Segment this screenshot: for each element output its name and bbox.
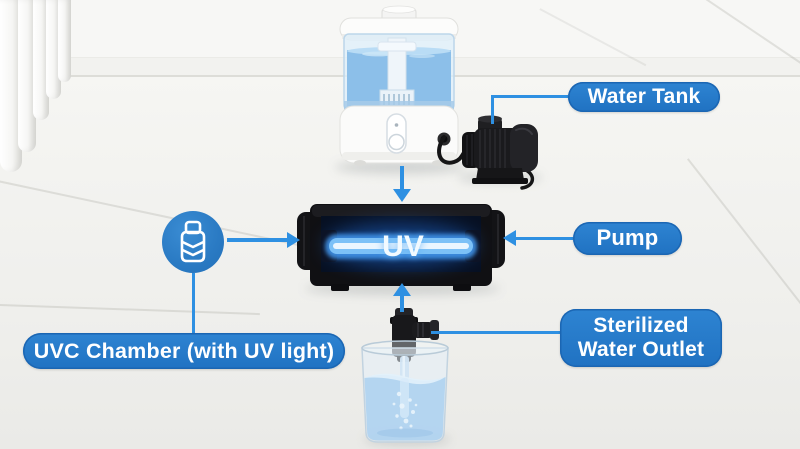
uvc-chamber-illustration: UV [297, 204, 505, 291]
uvc-chamber-label: UVC Chamber (with UV light) [23, 333, 345, 369]
curtain-fold [33, 0, 49, 120]
flow-arrow-cup-to-chamber-head [393, 283, 411, 296]
uvc-chamber-label-text: UVC Chamber (with UV light) [33, 338, 335, 363]
connector-uvc-label [191, 273, 195, 333]
arrow-pump-label-to-chamber-head [503, 230, 516, 246]
arrow-uvc-icon-to-chamber-stem [227, 238, 288, 242]
arrow-pump-label-to-chamber-stem [515, 236, 573, 240]
sterilized-label-line1: Sterilized [593, 314, 689, 338]
arrow-uvc-icon-to-chamber-head [287, 232, 300, 248]
flow-arrow-cup-to-chamber-stem [400, 295, 404, 312]
water-tank-label: Water Tank [568, 82, 720, 112]
water-tank-illustration [339, 5, 459, 166]
pump-front-cap [510, 124, 538, 172]
pump-label: Pump [573, 222, 682, 255]
floor-seam [0, 304, 260, 315]
pump-illustration [437, 115, 538, 190]
pump-foot [476, 168, 524, 180]
connector-water-tank-h [491, 95, 568, 98]
uvc-chamber-device: UV [293, 198, 509, 294]
curtain-fold [46, 0, 61, 99]
curtain-fold [0, 0, 22, 172]
sterilized-water-outlet-label: Sterilized Water Outlet [560, 309, 722, 367]
tank-power-button [388, 133, 405, 151]
flow-arrow-tank-to-chamber-head [393, 189, 411, 202]
flow-arrow-tank-to-chamber-stem [400, 166, 404, 190]
cup-rim [361, 340, 449, 356]
pump-label-text: Pump [596, 225, 659, 251]
cup-illustration [361, 308, 449, 443]
sterilized-label-line2: Water Outlet [577, 338, 705, 361]
water-outlet-cup [352, 302, 466, 449]
water-tank-device [328, 4, 464, 172]
uvc-circle-badge [162, 211, 224, 273]
curtain-fold [18, 0, 36, 152]
connector-water-tank-v [491, 95, 494, 124]
uv-text: UV [382, 230, 424, 263]
connector-sterilized-outlet [431, 330, 560, 334]
curtain-fold [58, 0, 71, 82]
pump-device [430, 108, 545, 193]
water-tank-label-text: Water Tank [587, 85, 701, 109]
uv-lamp-icon [180, 220, 206, 263]
curtains [0, 0, 86, 200]
